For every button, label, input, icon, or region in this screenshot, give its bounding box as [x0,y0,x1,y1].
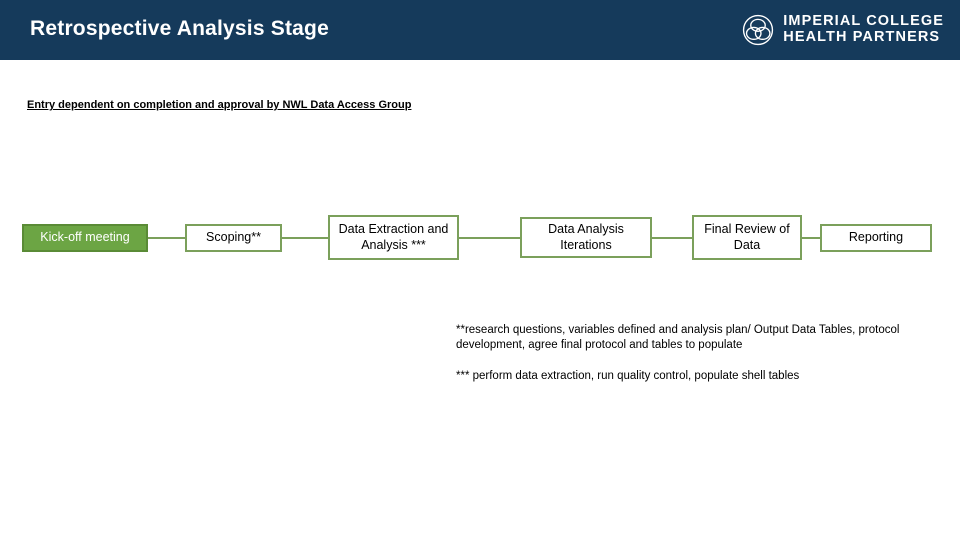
logo-line-2: HEALTH PARTNERS [783,29,941,45]
logo-line-1: IMPERIAL COLLEGE [783,13,944,30]
flow-node-data-analysis-iterations[interactable]: Data Analysis Iterations [520,217,652,258]
connector-5 [802,237,820,239]
flow-node-label: Data Analysis Iterations [548,221,624,252]
flow-node-data-extraction-and-analysis[interactable]: Data Extraction and Analysis *** [328,215,459,260]
flow-node-reporting[interactable]: Reporting [820,224,932,252]
connector-3 [459,237,520,239]
entry-dependency-note: Entry dependent on completion and approv… [27,99,412,111]
connector-4 [652,237,692,239]
organization-logo: IMPERIAL COLLEGE HEALTH PARTNERS [741,12,944,48]
flow-node-final-review-of-data[interactable]: Final Review of Data [692,215,802,260]
logo-wordmark: IMPERIAL COLLEGE HEALTH PARTNERS [783,14,944,45]
flow-node-label: Data Extraction and Analysis *** [338,221,449,252]
page-header: Retrospective Analysis Stage IMPERIAL CO… [0,0,960,60]
imperial-college-health-partners-mark-icon [741,13,775,47]
footnote-double-asterisk: **research questions, variables defined … [456,324,900,352]
flow-node-scoping[interactable]: Scoping** [185,224,282,252]
connector-2 [282,237,328,239]
flow-node-label: Final Review of Data [704,221,790,252]
flow-node-kick-off-meeting[interactable]: Kick-off meeting [22,224,148,252]
flow-node-label: Reporting [848,230,904,245]
page-title: Retrospective Analysis Stage [30,17,329,40]
flow-node-label: Kick-off meeting [40,230,130,245]
footnotes: **research questions, variables defined … [456,323,936,384]
flow-node-label: Scoping** [206,230,261,245]
footnote-triple-asterisk: *** perform data extraction, run quality… [456,369,800,382]
connector-1 [148,237,185,239]
